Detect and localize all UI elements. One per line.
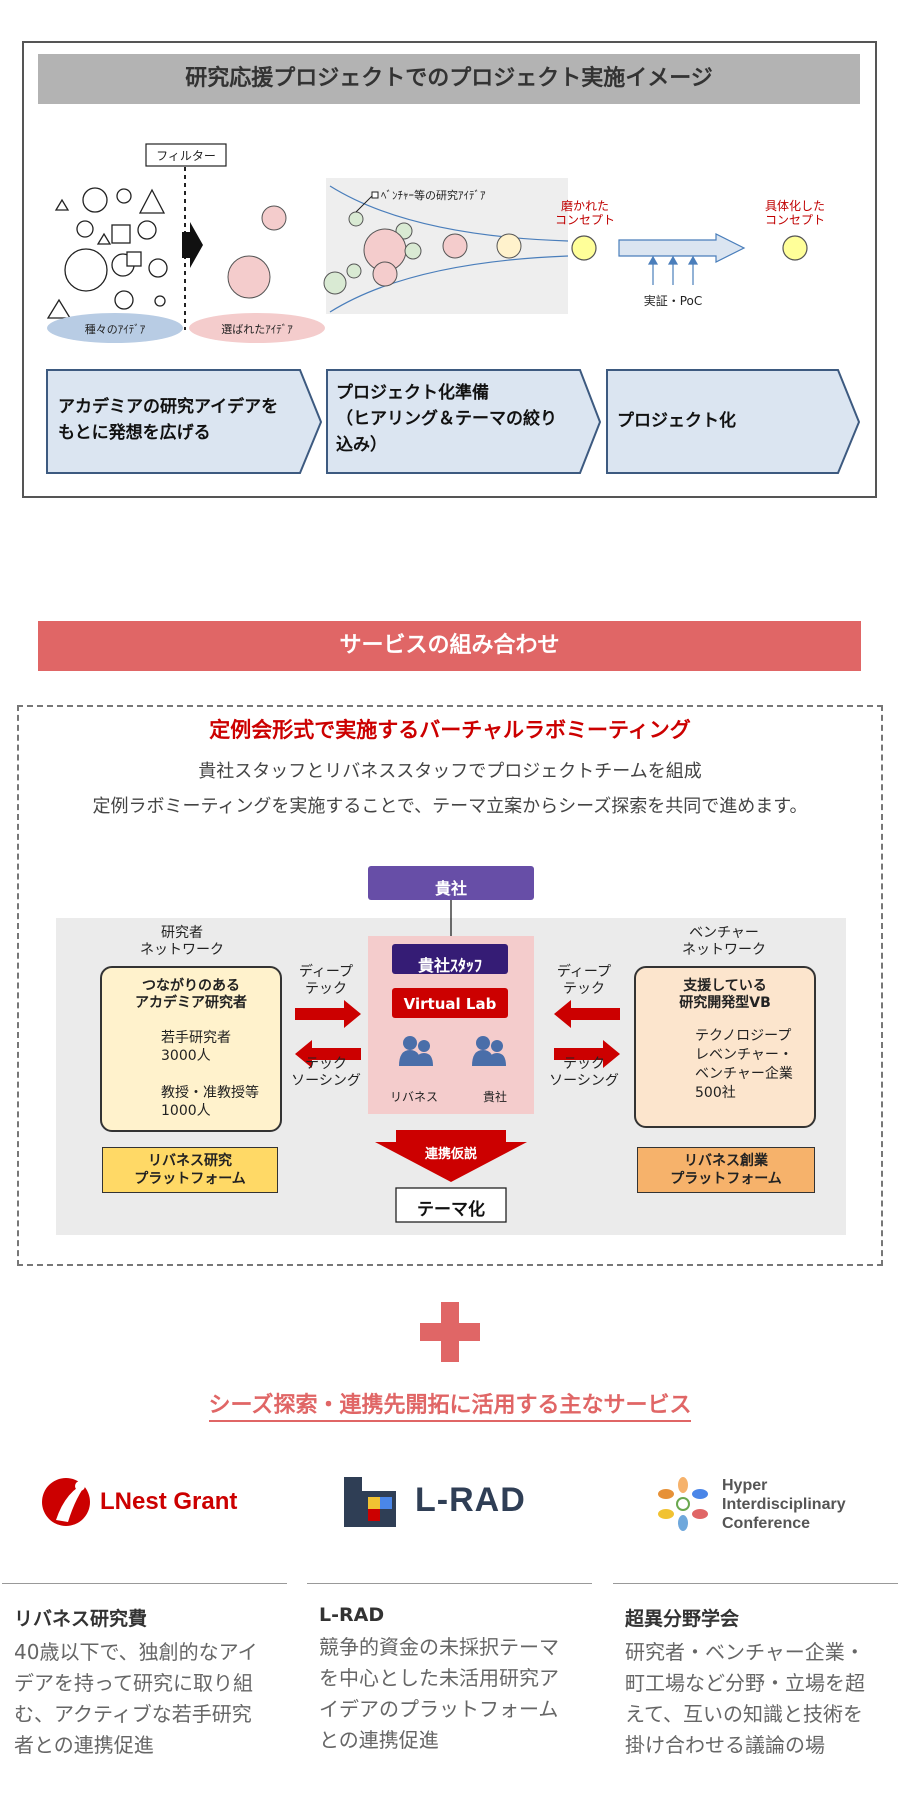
tech-sourcing-label-left: テック ソーシング [291, 1056, 361, 1089]
venture-card-title: 支援している 研究開発型VB [679, 978, 771, 1011]
plus-icon [420, 1302, 480, 1362]
polished-concept-label: 磨かれた コンセプト [554, 199, 615, 227]
livenes-research-platform: リバネス研究 プラットフォーム [102, 1147, 278, 1193]
lrad-logo: L-RAD [415, 1481, 526, 1519]
school-building-icon [118, 1084, 150, 1114]
academia-card-title: つながりのある アカデミア研究者 [135, 978, 247, 1011]
venture-card-text: テクノロジープ レベンチャー・ ベンチャー企業 500社 [695, 1028, 793, 1101]
young-researchers: 若手研究者 3000人 [161, 1030, 231, 1064]
collab-hypothesis-arrow: 連携仮説 [424, 1147, 477, 1162]
service-name: リバネス研究費 [14, 1608, 148, 1630]
deep-tech-label-right: ディープ テック [556, 964, 612, 997]
virtual-lab-sub1: 貴社スタッフとリバネススタッフでプロジェクトチームを組成 [198, 761, 702, 782]
service-name: 超異分野学会 [625, 1608, 740, 1630]
livenes-startup-platform: リバネス創業 プラットフォーム [637, 1147, 815, 1193]
service-description: 40歳以下で、独創的なアイ デアを持って研究に取り組 む、アクティブな若手研究 … [14, 1640, 258, 1757]
person-label-company: 貴社 [482, 1090, 507, 1104]
concept-flow-graphic [46, 143, 861, 474]
sprout-pot-icon [645, 1040, 677, 1086]
main-services-title[interactable]: シーズ探索・連携先開拓に活用する主なサービス [0, 1387, 900, 1422]
graduation-cap-icon [118, 1028, 150, 1058]
services-banner: サービスの組み合わせ [38, 621, 861, 671]
service-livenes-grant[interactable]: リバネス研究費 40歳以下で、独創的なアイ デアを持って研究に取り組 む、アクテ… [2, 1583, 287, 1761]
professors: 教授・准教授等 1000人 [161, 1085, 259, 1119]
virtual-lab-box [17, 705, 883, 1266]
person-label-livenes: リバネス [389, 1090, 438, 1104]
venture-ideas-label: ﾍﾞﾝﾁｬｰ等の研究ｱｲﾃﾞｱ [381, 189, 486, 202]
selected-ideas-label: 選ばれたｱｲﾃﾞｱ [221, 323, 293, 336]
researcher-network-label: 研究者 ネットワーク [140, 925, 224, 958]
step-2: プロジェクト化準備 （ヒアリング＆テーマの絞り 込み） [336, 383, 557, 455]
theme-box: テーマ化 [417, 1200, 485, 1220]
lnest-grant-logo-icon [42, 1478, 90, 1526]
concrete-concept-label: 具体化した コンセプト [764, 199, 825, 227]
service-description: 競争的資金の未採択テーマ を中心とした未活用研究ア イデアのプラットフォーム と… [319, 1635, 559, 1752]
hyper-interdisciplinary-logo-icon [658, 1477, 708, 1531]
service-description: 研究者・ベンチャー企業・ 町工場など分野・立場を超 えて、互いの知識と技術を 掛… [625, 1640, 865, 1757]
various-ideas-label: 種々のｱｲﾃﾞｱ [84, 323, 146, 336]
academia-card [100, 966, 282, 1132]
service-name: L-RAD [319, 1604, 385, 1626]
virtual-lab-box-label: Virtual Lab [403, 995, 497, 1013]
service-lrad[interactable]: L-RAD 競争的資金の未採択テーマ を中心とした未活用研究ア イデアのプラット… [307, 1583, 592, 1756]
step-1: アカデミアの研究アイデアを もとに発想を広げる [58, 397, 279, 443]
hyper-interdisciplinary-logo: Hyper Interdisciplinary Conference [722, 1477, 846, 1532]
concept-title: 研究応援プロジェクトでのプロジェクト実施イメージ [38, 54, 860, 104]
lrad-logo-icon [344, 1477, 396, 1527]
deep-tech-label-left: ディープ テック [298, 964, 354, 997]
virtual-lab-sub2: 定例ラボミーティングを実施することで、テーマ立案からシーズ探索を共同で進めます。 [92, 796, 808, 817]
venture-card [634, 966, 816, 1128]
lnest-grant-logo: LNest Grant [100, 1488, 238, 1515]
company-staff-box: 貴社ｽﾀｯﾌ [417, 956, 482, 975]
virtual-lab-headline: 定例会形式で実施するバーチャルラボミーティング [209, 718, 691, 742]
tech-sourcing-label-right: テック ソーシング [549, 1056, 619, 1089]
service-hyper-interdisciplinary[interactable]: 超異分野学会 研究者・ベンチャー企業・ 町工場など分野・立場を超 えて、互いの知… [613, 1583, 898, 1761]
company-box: 貴社 [434, 879, 467, 898]
venture-network-label: ベンチャー ネットワーク [682, 925, 766, 958]
step-3: プロジェクト化 [617, 411, 736, 431]
poc-label: 実証・PoC [643, 294, 703, 308]
concept-image-frame [22, 41, 877, 498]
filter-label: フィルター [156, 149, 216, 163]
diagram-graphic [118, 866, 675, 1223]
